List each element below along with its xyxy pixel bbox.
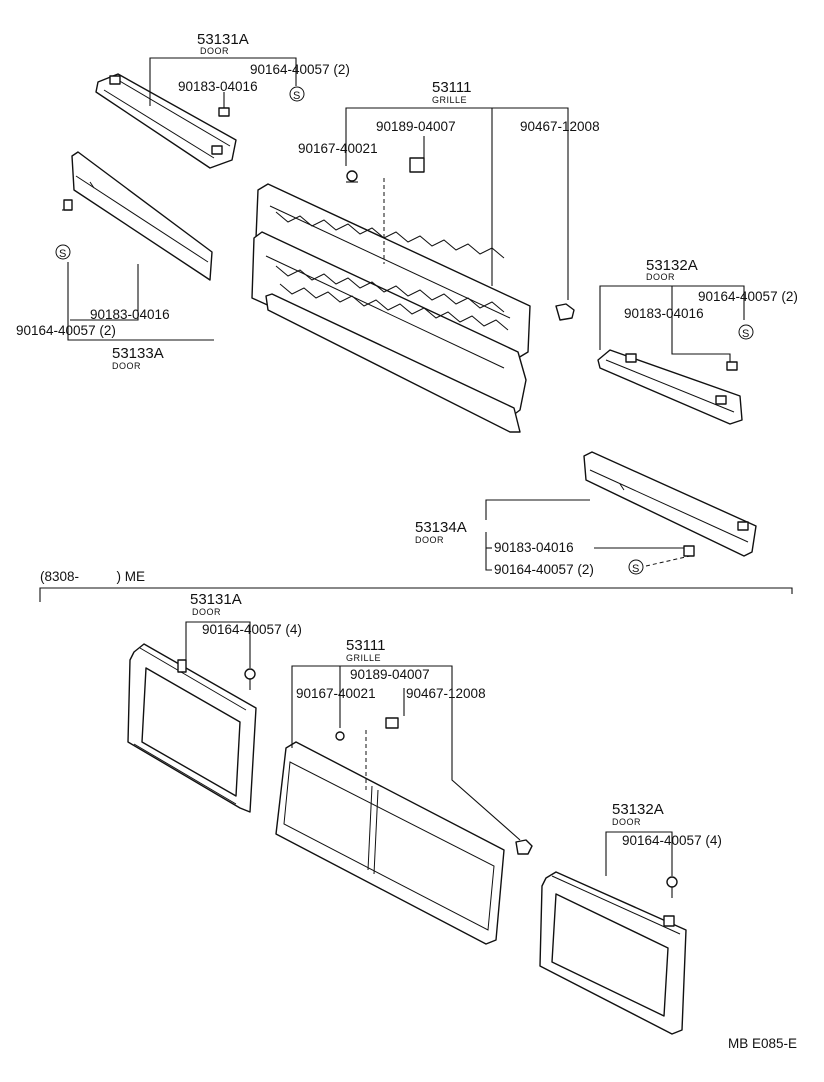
nut-icon	[218, 107, 230, 117]
screw-icon	[346, 170, 358, 182]
svg-text:S: S	[293, 90, 300, 102]
svg-text:S: S	[632, 563, 639, 575]
door-53131a-bolt: 90164-40057 (2)	[250, 62, 350, 77]
door-53133a-nut: 90183-04016	[90, 307, 170, 322]
door-53132a-number: 53132A	[646, 257, 698, 274]
diagram-id: MB E085-E	[728, 1036, 797, 1051]
nut-icon	[683, 545, 695, 557]
door-53133a-part	[71, 151, 213, 281]
door-53134a-desc: DOOR	[415, 535, 444, 545]
me-grille-clip-a: 90189-04007	[350, 667, 430, 682]
grille-53111-desc: GRILLE	[432, 95, 467, 105]
door-53132a-bolt: 90164-40057 (2)	[698, 289, 798, 304]
me-door-53132a-bolt: 90164-40057 (4)	[622, 833, 722, 848]
s-mark-icon	[738, 324, 754, 340]
door-53132a-desc: DOOR	[646, 272, 675, 282]
me-grille-screw: 90167-40021	[296, 686, 376, 701]
door-53131a-nut: 90183-04016	[178, 79, 258, 94]
door-53134a-part	[583, 451, 757, 557]
nut-icon	[726, 361, 738, 371]
me-door-53131a-number: 53131A	[190, 591, 242, 608]
me-section-header: (8308- ) ME	[40, 569, 145, 584]
me-door-53132a-part	[539, 871, 687, 1035]
grille-53111-number: 53111	[432, 79, 472, 96]
svg-text:S: S	[59, 248, 66, 260]
door-53131a-part	[95, 73, 237, 169]
me-door-53132a-number: 53132A	[612, 801, 664, 818]
grille-clip-a: 90189-04007	[376, 119, 456, 134]
bolt-icon	[666, 876, 678, 888]
clip-icon	[409, 157, 425, 173]
s-mark-icon	[289, 86, 305, 102]
grille-53111-part	[251, 183, 531, 433]
door-53131a-desc: DOOR	[200, 46, 229, 56]
door-53131a-number: 53131A	[197, 31, 249, 48]
clip-icon	[555, 303, 575, 321]
me-grille-53111-part	[275, 741, 505, 945]
grille-clip-b: 90467-12008	[520, 119, 600, 134]
me-grille-clip-b: 90467-12008	[406, 686, 486, 701]
grille-screw: 90167-40021	[298, 141, 378, 156]
door-53133a-bolt: 90164-40057 (2)	[16, 323, 116, 338]
me-grille-53111-number: 53111	[346, 637, 386, 654]
svg-text:S: S	[742, 328, 749, 340]
me-door-53131a-desc: DOOR	[192, 607, 221, 617]
door-53134a-nut: 90183-04016	[494, 540, 574, 555]
me-door-53132a-desc: DOOR	[612, 817, 641, 827]
door-53133a-desc: DOOR	[112, 361, 141, 371]
clip-icon	[385, 717, 399, 729]
door-53134a-number: 53134A	[415, 519, 467, 536]
me-door-53131a-bolt: 90164-40057 (4)	[202, 622, 302, 637]
screw-icon	[335, 731, 345, 741]
door-53133a-number: 53133A	[112, 345, 164, 362]
me-door-53131a-part	[127, 643, 257, 813]
door-53134a-bolt: 90164-40057 (2)	[494, 562, 594, 577]
me-grille-53111-desc: GRILLE	[346, 653, 381, 663]
door-53132a-part	[597, 349, 743, 425]
s-mark-icon	[628, 559, 644, 575]
bolt-icon	[244, 668, 256, 680]
s-mark-icon	[55, 244, 71, 260]
clip-icon	[515, 839, 533, 855]
door-53132a-nut: 90183-04016	[624, 306, 704, 321]
